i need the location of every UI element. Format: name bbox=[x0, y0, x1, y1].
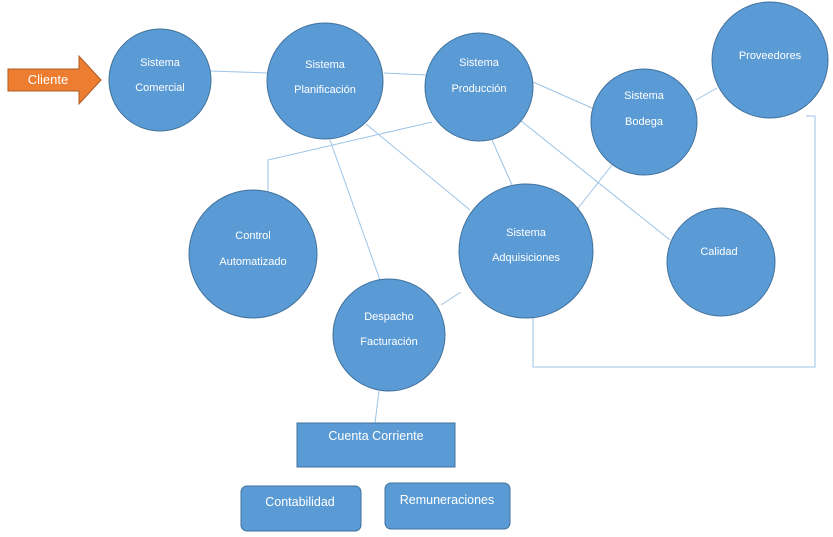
connector-planificacion-adquisiciones bbox=[365, 123, 471, 211]
node-label-line1: Control bbox=[235, 230, 270, 242]
node-label-line2: Facturación bbox=[360, 336, 417, 348]
node-label-line1: Sistema bbox=[459, 57, 500, 69]
node-sistema-bodega: Sistema Bodega bbox=[590, 68, 698, 176]
node-label-line2: Planificación bbox=[294, 84, 356, 96]
connector-despacho-cuenta bbox=[374, 390, 380, 424]
cliente-label: Cliente bbox=[28, 72, 68, 87]
box-label: Remuneraciones bbox=[400, 493, 495, 507]
connector-comercial-planificacion bbox=[209, 70, 269, 74]
connector-adquisiciones-despacho bbox=[440, 291, 462, 306]
node-label-line1: Sistema bbox=[305, 59, 346, 71]
connector-bodega-proveedores bbox=[695, 87, 718, 101]
node-sistema-planificacion: Sistema Planificación bbox=[266, 22, 384, 140]
connector-planificacion-produccion bbox=[383, 72, 427, 76]
node-label-line1: Proveedores bbox=[739, 50, 802, 62]
node-label-line1: Calidad bbox=[700, 246, 737, 258]
cliente-arrow: Cliente bbox=[7, 54, 102, 106]
node-label-line2: Adquisiciones bbox=[492, 252, 560, 264]
connector-produccion-calidad bbox=[519, 119, 671, 241]
connector-planificacion-despacho bbox=[329, 139, 381, 281]
node-control-automatizado: Control Automatizado bbox=[188, 189, 318, 319]
node-despacho-facturacion: Despacho Facturación bbox=[332, 278, 446, 392]
connectors bbox=[209, 70, 816, 424]
node-proveedores: Proveedores bbox=[711, 1, 829, 119]
node-label-line1: Sistema bbox=[506, 227, 547, 239]
connector-produccion-adquisiciones bbox=[491, 139, 513, 186]
connector-bodega-adquisiciones bbox=[574, 164, 613, 213]
node-sistema-comercial: Sistema Comercial bbox=[108, 28, 212, 132]
box-label: Contabilidad bbox=[265, 495, 335, 509]
box-remuneraciones: Remuneraciones bbox=[384, 482, 511, 530]
node-label-line2: Bodega bbox=[625, 116, 664, 128]
connector-produccion-control bbox=[267, 121, 433, 192]
box-contabilidad: Contabilidad bbox=[240, 485, 362, 532]
connector-adquisiciones-proveedores bbox=[532, 115, 816, 368]
node-sistema-adquisiciones: Sistema Adquisiciones bbox=[458, 183, 594, 319]
node-label-line1: Sistema bbox=[140, 57, 181, 69]
box-cuenta-corriente: Cuenta Corriente bbox=[296, 422, 456, 468]
node-label-line1: Sistema bbox=[624, 90, 665, 102]
node-label-line2: Comercial bbox=[135, 82, 185, 94]
node-label-line2: Automatizado bbox=[219, 256, 286, 268]
node-label-line1: Despacho bbox=[364, 311, 414, 323]
arrow-shape bbox=[7, 54, 102, 106]
node-calidad: Calidad bbox=[666, 207, 776, 317]
box-label: Cuenta Corriente bbox=[328, 429, 423, 443]
node-label-line2: Producción bbox=[451, 83, 506, 95]
node-sistema-produccion: Sistema Producción bbox=[424, 32, 534, 142]
connector-produccion-bodega bbox=[532, 81, 593, 109]
